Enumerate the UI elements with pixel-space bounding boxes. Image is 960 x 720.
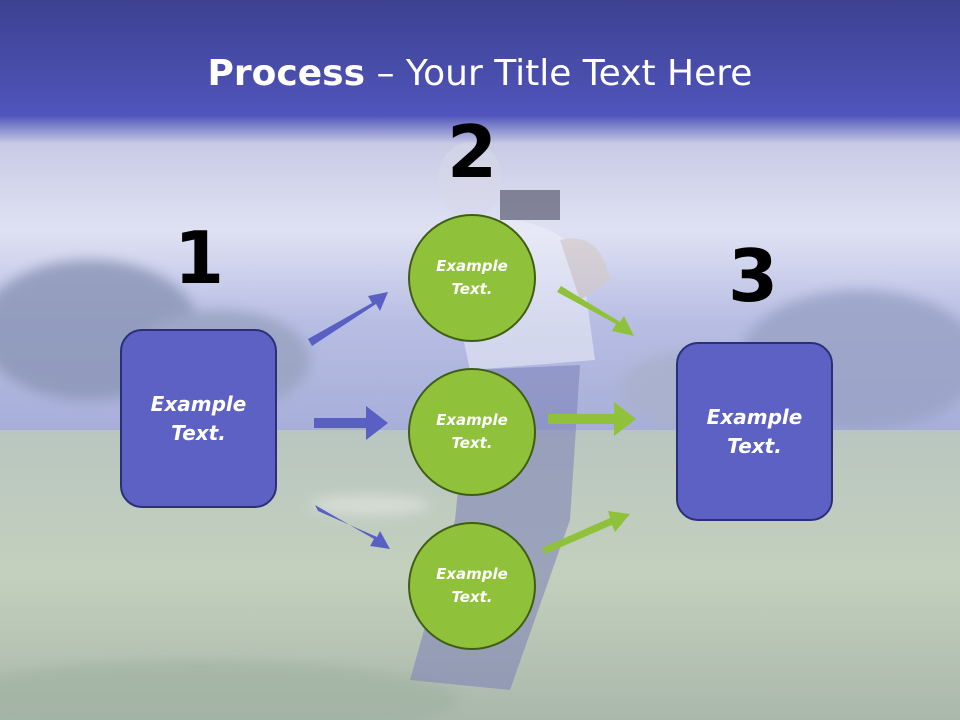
box-text-line1: Example — [150, 391, 247, 416]
step-2-circle-middle: Example Text. — [408, 368, 536, 496]
title-rest: – Your Title Text Here — [365, 53, 753, 94]
box-text-line2: Text. — [171, 420, 226, 445]
title-bold: Process — [207, 53, 366, 94]
arrow-green-straight — [548, 402, 636, 436]
box-text-line1: Example — [706, 404, 803, 429]
step-3-number: 3 — [727, 234, 779, 318]
arrow-blue-straight — [314, 406, 388, 440]
arrow-green-up — [542, 511, 630, 554]
arrow-blue-down — [315, 505, 390, 549]
arrow-blue-up — [308, 292, 388, 346]
circle-text-line1: Example — [436, 565, 508, 583]
circle-text-line2: Text. — [451, 434, 493, 452]
step-1-box: Example Text. — [120, 329, 277, 508]
circle-text-line2: Text. — [451, 588, 493, 606]
step-1-number: 1 — [173, 216, 225, 300]
slide-title: Process – Your Title Text Here — [0, 52, 960, 96]
circle-text-line2: Text. — [451, 280, 493, 298]
box-text-line2: Text. — [727, 433, 782, 458]
step-2-number: 2 — [446, 110, 498, 194]
arrow-green-down — [557, 286, 634, 336]
step-2-circle-top: Example Text. — [408, 214, 536, 342]
circle-text-line1: Example — [436, 411, 508, 429]
step-3-box: Example Text. — [676, 342, 833, 521]
circle-text-line1: Example — [436, 257, 508, 275]
step-2-circle-bottom: Example Text. — [408, 522, 536, 650]
